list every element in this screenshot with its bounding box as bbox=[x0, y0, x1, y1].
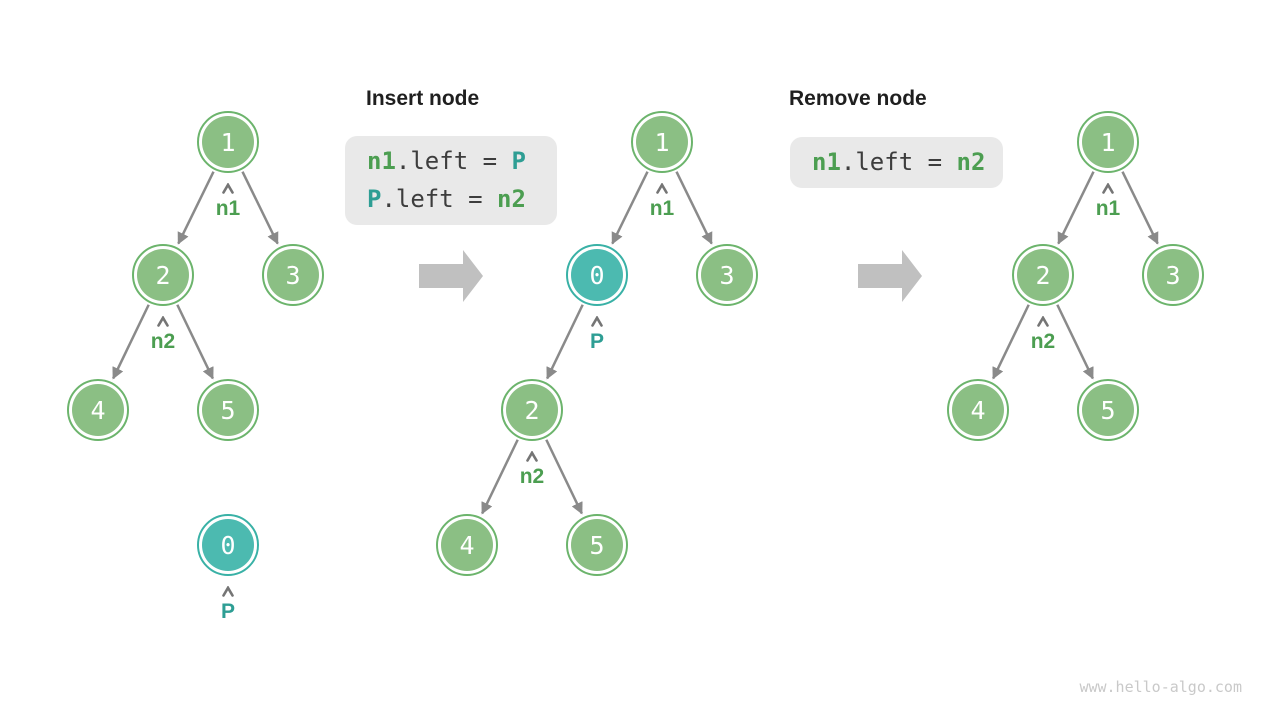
tree-edge bbox=[481, 439, 519, 515]
tree-node-0: 0 bbox=[566, 244, 628, 306]
code-line: P.left = n2 bbox=[367, 180, 557, 218]
caret-up-icon bbox=[656, 183, 668, 194]
code-segment: .left = bbox=[840, 148, 957, 176]
tree-node-4: 4 bbox=[436, 514, 498, 576]
code-segment: n2 bbox=[497, 185, 526, 213]
code-line: n1.left = P bbox=[367, 142, 557, 180]
pointer-n1: n1 bbox=[1086, 183, 1130, 220]
tree-edge bbox=[546, 304, 584, 380]
tree-node-value: 5 bbox=[1082, 384, 1134, 436]
caret-up-icon bbox=[222, 183, 234, 194]
tree-node-value: 4 bbox=[72, 384, 124, 436]
tree-node-3: 3 bbox=[262, 244, 324, 306]
tree-node-value: 0 bbox=[571, 249, 623, 301]
pointer-label: n2 bbox=[150, 330, 176, 353]
code-segment: n1 bbox=[812, 148, 841, 176]
code-segment: n2 bbox=[956, 148, 986, 176]
tree-node-1: 1 bbox=[631, 111, 693, 173]
tree-node-value: 3 bbox=[1147, 249, 1199, 301]
pointer-label: n2 bbox=[1030, 330, 1056, 353]
tree-node-2: 2 bbox=[1012, 244, 1074, 306]
pointer-label: P bbox=[589, 330, 604, 353]
code-line: n1.left = n2 bbox=[812, 143, 1003, 181]
tree-edge bbox=[992, 304, 1030, 380]
tree-edge bbox=[611, 171, 649, 245]
tree-node-value: 1 bbox=[202, 116, 254, 168]
caret-up-icon bbox=[222, 586, 234, 597]
tree-edge bbox=[545, 439, 583, 515]
tree-node-2: 2 bbox=[132, 244, 194, 306]
code-segment: P bbox=[367, 185, 382, 213]
code-segment: .left = bbox=[395, 147, 512, 175]
pointer-P: P bbox=[575, 316, 619, 353]
insert-node-title: Insert node bbox=[366, 87, 480, 110]
pointer-label: P bbox=[220, 600, 235, 623]
tree-node-4: 4 bbox=[67, 379, 129, 441]
tree-node-value: 5 bbox=[571, 519, 623, 571]
tree-node-value: 5 bbox=[202, 384, 254, 436]
pointer-label: n1 bbox=[215, 197, 241, 220]
tree-node-1: 1 bbox=[197, 111, 259, 173]
tree-node-value: 3 bbox=[701, 249, 753, 301]
pointer-n2: n2 bbox=[141, 316, 185, 353]
tree-edge bbox=[241, 171, 279, 245]
caret-up-icon bbox=[526, 451, 538, 462]
pointer-label: n1 bbox=[649, 197, 675, 220]
tree-node-value: 1 bbox=[636, 116, 688, 168]
tree-node-value: 3 bbox=[267, 249, 319, 301]
caret-up-icon bbox=[591, 316, 603, 327]
watermark: www.hello-algo.com bbox=[1079, 678, 1242, 696]
tree-node-value: 0 bbox=[202, 519, 254, 571]
tree-node-5: 5 bbox=[1077, 379, 1139, 441]
tree-edge bbox=[112, 304, 150, 380]
caret-up-icon bbox=[157, 316, 169, 327]
tree-node-4: 4 bbox=[947, 379, 1009, 441]
tree-node-5: 5 bbox=[197, 379, 259, 441]
tree-node-value: 4 bbox=[952, 384, 1004, 436]
pointer-P: P bbox=[206, 586, 250, 623]
pointer-label: n2 bbox=[519, 465, 545, 488]
tree-node-5: 5 bbox=[566, 514, 628, 576]
tree-node-value: 4 bbox=[441, 519, 493, 571]
transform-arrow-icon bbox=[419, 250, 483, 302]
pointer-n2: n2 bbox=[510, 451, 554, 488]
tree-edge bbox=[1121, 171, 1159, 245]
remove-node-title: Remove node bbox=[789, 87, 927, 110]
tree-node-value: 2 bbox=[1017, 249, 1069, 301]
tree-edge bbox=[177, 171, 215, 245]
pointer-n1: n1 bbox=[206, 183, 250, 220]
tree-node-value: 2 bbox=[506, 384, 558, 436]
tree-node-0: 0 bbox=[197, 514, 259, 576]
transform-arrow-icon bbox=[858, 250, 922, 302]
remove-code-box: n1.left = n2 bbox=[790, 137, 1003, 188]
caret-up-icon bbox=[1102, 183, 1114, 194]
code-segment: .left = bbox=[381, 185, 498, 213]
tree-node-value: 2 bbox=[137, 249, 189, 301]
pointer-n2: n2 bbox=[1021, 316, 1065, 353]
tree-node-2: 2 bbox=[501, 379, 563, 441]
tree-edge bbox=[675, 171, 713, 245]
tree-node-3: 3 bbox=[696, 244, 758, 306]
tree-edge bbox=[176, 304, 214, 380]
tree-edge bbox=[1057, 171, 1095, 245]
tree-node-value: 1 bbox=[1082, 116, 1134, 168]
tree-node-1: 1 bbox=[1077, 111, 1139, 173]
tree-edge bbox=[1056, 304, 1094, 380]
caret-up-icon bbox=[1037, 316, 1049, 327]
pointer-n1: n1 bbox=[640, 183, 684, 220]
tree-node-3: 3 bbox=[1142, 244, 1204, 306]
pointer-label: n1 bbox=[1095, 197, 1121, 220]
code-segment: n1 bbox=[367, 147, 396, 175]
code-segment: P bbox=[511, 147, 526, 175]
